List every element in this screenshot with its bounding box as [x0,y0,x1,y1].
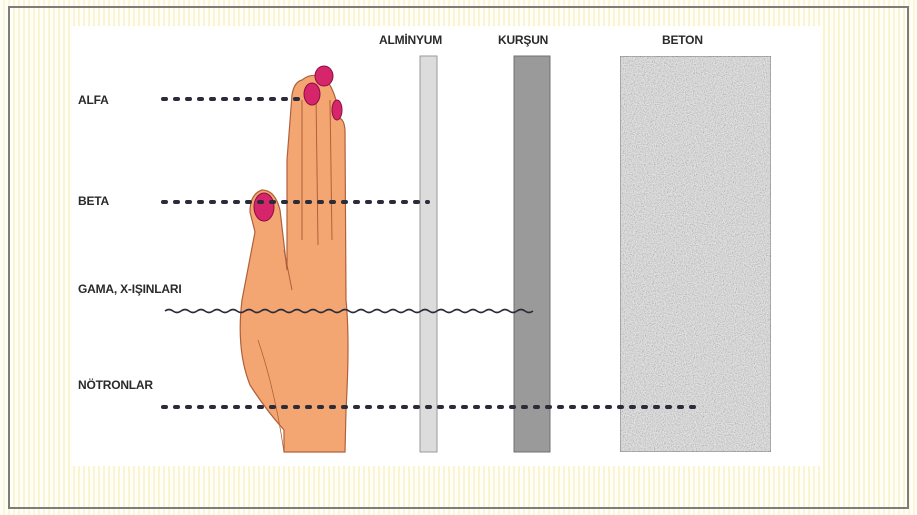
fingernail-2 [315,66,333,86]
fingernail-thumb [254,193,274,221]
fingernail-3 [332,100,342,120]
hand-icon [240,66,348,452]
fingernail-1 [304,83,320,105]
lead-sheet [514,56,550,452]
aluminium-sheet [420,56,437,452]
gamma-ray [165,310,533,313]
concrete-block [620,56,771,452]
hand-shape [240,75,348,452]
